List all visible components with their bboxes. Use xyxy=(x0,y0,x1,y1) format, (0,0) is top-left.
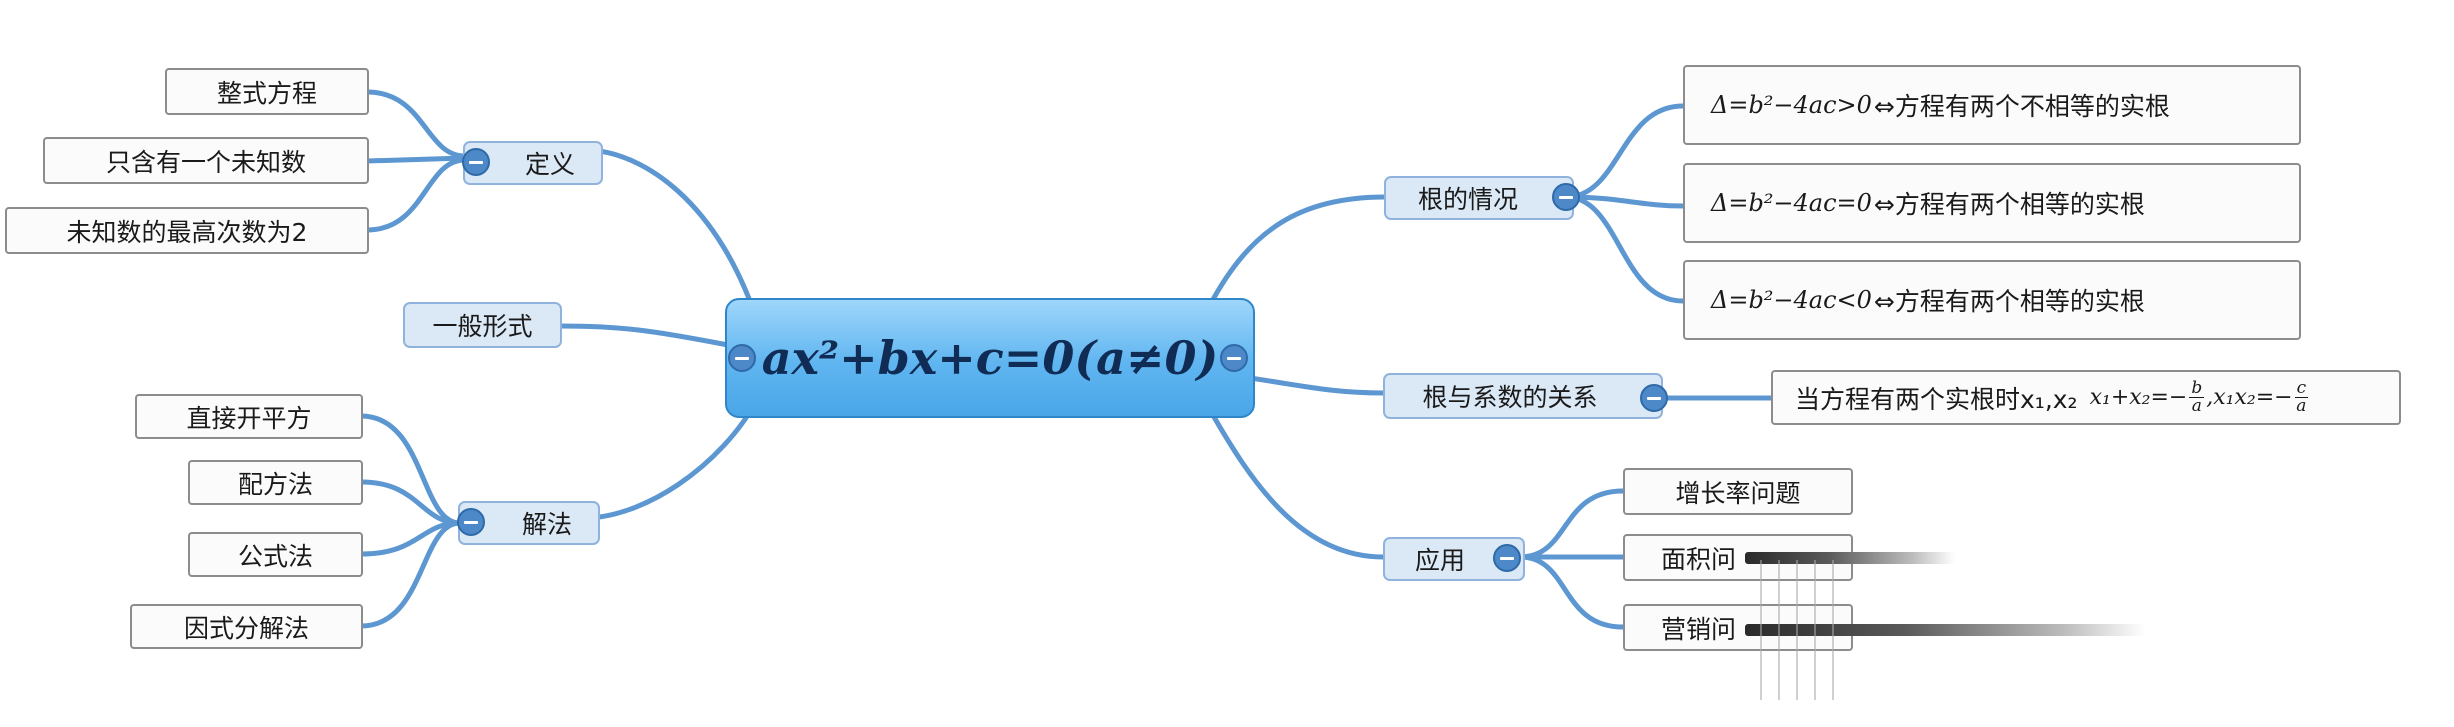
discriminant-positive-formula: Δ=b²−4ac>0 xyxy=(1711,91,1872,119)
branch-vieta-collapse-icon[interactable] xyxy=(1640,384,1668,412)
vieta-product-numerator: c xyxy=(2294,378,2309,398)
branch-solutions-collapse-icon[interactable] xyxy=(457,508,485,536)
scan-artifact-line xyxy=(1832,560,1834,700)
vieta-product-fraction: c a xyxy=(2294,378,2309,416)
branch-root-conditions[interactable]: 根的情况 xyxy=(1384,176,1574,220)
discriminant-zero-text: ⇔方程有两个相等的实根 xyxy=(1873,190,2145,219)
leaf-factorization[interactable]: 因式分解法 xyxy=(130,604,363,649)
leaf-one-unknown[interactable]: 只含有一个未知数 xyxy=(43,137,369,184)
vieta-sum-numerator: b xyxy=(2189,378,2205,398)
vieta-sum-denominator: a xyxy=(2191,396,2202,416)
leaf-direct-square-root[interactable]: 直接开平方 xyxy=(135,394,363,439)
discriminant-negative-formula: Δ=b²−4ac<0 xyxy=(1711,286,1872,314)
branch-solutions[interactable]: 解法 xyxy=(458,501,600,545)
leaf-discriminant-zero[interactable]: Δ=b²−4ac=0 ⇔方程有两个相等的实根 xyxy=(1683,163,2301,243)
leaf-growth-rate[interactable]: 增长率问题 xyxy=(1623,468,1853,515)
leaf-polynomial-equation[interactable]: 整式方程 xyxy=(165,68,369,115)
root-equation: ax²+bx+c=0(a≠0) xyxy=(761,331,1219,385)
root-collapse-left-icon[interactable] xyxy=(728,344,756,372)
branch-vieta[interactable]: 根与系数的关系 xyxy=(1383,373,1663,419)
vieta-product-text: ,x₁x₂=− xyxy=(2206,385,2293,410)
discriminant-positive-text: ⇔方程有两个不相等的实根 xyxy=(1873,92,2170,121)
leaf-quadratic-formula[interactable]: 公式法 xyxy=(188,532,363,577)
branch-root-conditions-collapse-icon[interactable] xyxy=(1552,183,1580,211)
discriminant-negative-text: ⇔方程有两个相等的实根 xyxy=(1873,287,2145,316)
branch-solutions-label: 解法 xyxy=(521,510,572,539)
branch-vieta-label: 根与系数的关系 xyxy=(1422,383,1598,412)
branch-definition-collapse-icon[interactable] xyxy=(462,148,490,176)
vieta-sum-fraction: b a xyxy=(2189,378,2205,416)
scan-artifact-line xyxy=(1760,560,1762,700)
root-topic[interactable]: ax²+bx+c=0(a≠0) xyxy=(725,298,1255,418)
root-collapse-right-icon[interactable] xyxy=(1220,344,1248,372)
branch-general-form-label: 一般形式 xyxy=(432,312,533,341)
branch-applications-label: 应用 xyxy=(1414,546,1465,575)
leaf-discriminant-positive[interactable]: Δ=b²−4ac>0 ⇔方程有两个不相等的实根 xyxy=(1683,65,2301,145)
scan-artifact-line xyxy=(1814,560,1816,700)
vieta-sum-text: x₁+x₂=− xyxy=(2089,385,2188,410)
discriminant-zero-formula: Δ=b²−4ac=0 xyxy=(1711,189,1872,217)
scan-artifact-streak xyxy=(1745,552,1955,564)
branch-root-conditions-label: 根的情况 xyxy=(1417,185,1518,214)
branch-definition-label: 定义 xyxy=(524,150,575,179)
leaf-discriminant-negative[interactable]: Δ=b²−4ac<0 ⇔方程有两个相等的实根 xyxy=(1683,260,2301,340)
scan-artifact-line xyxy=(1796,560,1798,700)
vieta-formula: x₁+x₂=− b a ,x₁x₂=− c a xyxy=(2090,380,2311,415)
leaf-vieta-formula[interactable]: 当方程有两个实根时x₁,x₂ x₁+x₂=− b a ,x₁x₂=− c a xyxy=(1771,370,2401,425)
leaf-highest-degree-two[interactable]: 未知数的最高次数为2 xyxy=(5,207,369,254)
branch-general-form[interactable]: 一般形式 xyxy=(403,302,562,348)
scan-artifact-streak xyxy=(1745,624,2145,636)
vieta-condition-text: 当方程有两个实根时x₁,x₂ xyxy=(1795,384,2078,414)
leaf-completing-square[interactable]: 配方法 xyxy=(188,460,363,505)
scan-artifact-line xyxy=(1778,560,1780,700)
branch-applications-collapse-icon[interactable] xyxy=(1493,544,1521,572)
vieta-product-denominator: a xyxy=(2296,396,2307,416)
